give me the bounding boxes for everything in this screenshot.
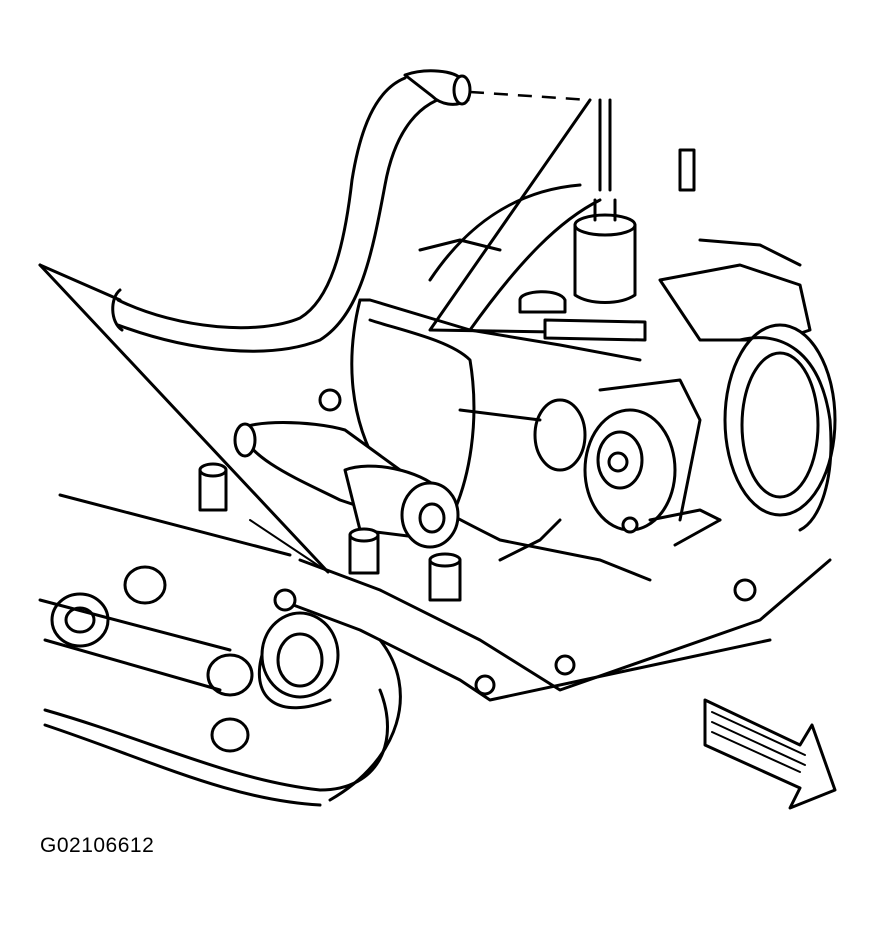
front-direction-arrow-icon — [703, 698, 837, 810]
bolt — [348, 527, 380, 575]
bolt-group — [198, 148, 757, 696]
bolt — [198, 462, 228, 512]
figure-caption: G02106612 — [40, 834, 155, 857]
throttle-linkage — [533, 378, 722, 547]
bolt — [428, 552, 462, 602]
bolt — [554, 654, 576, 676]
water-outlet — [257, 588, 340, 710]
callout-leader-lines — [38, 90, 592, 574]
bolt — [733, 578, 757, 602]
bolt — [678, 148, 696, 192]
vacuum-tubes — [458, 290, 647, 422]
bolt — [318, 388, 342, 412]
air-inlet-ring — [658, 238, 837, 532]
bolt — [474, 674, 496, 696]
throttle-body — [573, 98, 637, 304]
hose-clamp-fittings — [50, 565, 254, 753]
coolant-hose — [111, 69, 472, 353]
thermostat-housing — [233, 421, 460, 549]
lower-rails — [38, 493, 402, 807]
